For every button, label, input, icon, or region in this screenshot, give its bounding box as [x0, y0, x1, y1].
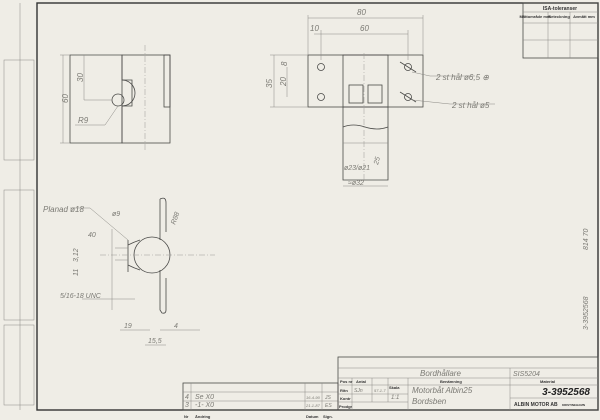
dim-19: 19 [124, 323, 132, 330]
dim-4: 4 [174, 323, 178, 330]
top-view: 80 60 10 35 20 8 2 st hål ø6,5 ⊕ 2 st hå… [265, 8, 495, 187]
dim-r9: R9 [78, 116, 89, 125]
side-drawing-number: 3-3952568 [583, 296, 590, 330]
label: Datum [306, 414, 319, 419]
dim-20: 20 [279, 77, 288, 87]
label: Pos nr [340, 379, 353, 384]
designation-2: Bordsben [412, 397, 447, 406]
isa-header: Beteckning [548, 14, 570, 19]
revision-sign: ES [325, 403, 332, 409]
dim-3-12: 3,12 [73, 248, 80, 262]
dim-35: 35 [265, 79, 274, 88]
note-holes-6-5: 2 st hål ø6,5 ⊕ [435, 73, 489, 82]
label: Antal [356, 379, 366, 384]
title-block: Bordhållare SIS5204 Pos nr Antal Skala B… [337, 356, 599, 411]
isa-header: Måttområde mm [520, 14, 551, 19]
label: Kontr [340, 396, 351, 401]
margin-copyright-note [3, 324, 35, 406]
isa-header: Avmått mm [573, 14, 595, 19]
revision-date: 21-1-87 [305, 403, 321, 408]
note-holes-5: 2 st hål ø5 [451, 101, 490, 110]
label: Nr [184, 414, 189, 419]
revision-change: Se X0 [195, 394, 214, 401]
thread-spec: 5/16-18 UNC [60, 293, 102, 300]
isa-title: ISA-toleranser [543, 6, 577, 12]
dim-11: 11 [73, 269, 80, 276]
label: Prodgr [339, 404, 353, 409]
revision-table: 4 Se X0 16-4-90 JS 3 -1- X0 21-1-87 ES N… [182, 382, 339, 419]
note-planed: Planad ø18 [43, 205, 84, 214]
company-city: KRISTINEHAMN [562, 403, 585, 407]
drawing-number: 3-3952568 [542, 387, 590, 398]
material-spec: SIS5204 [513, 371, 540, 378]
label: Material [540, 379, 555, 384]
label: Skala [389, 385, 400, 390]
margin-drawing-register [3, 189, 35, 321]
dim-80: 80 [357, 8, 366, 17]
label: Ritn [340, 388, 348, 393]
drawn-by: SJn [354, 388, 363, 394]
part-name: Bordhållare [420, 369, 461, 378]
dim-9: ø9 [112, 211, 120, 218]
revision-sign: JS [324, 395, 332, 401]
company-name: ALBIN MOTOR AB [514, 402, 558, 408]
dim-60: 60 [61, 94, 70, 103]
margin-tolerance-table [3, 59, 35, 161]
front-view: 60 30 R9 [60, 45, 171, 150]
label: Benämning [440, 379, 462, 384]
scale: 1:1 [391, 395, 399, 401]
revision-nr: 4 [185, 394, 189, 401]
dim-r88: R88 [170, 211, 181, 226]
side-reference: 814 70 [583, 228, 590, 250]
revision-nr: 3 [185, 402, 189, 409]
dim-40: 40 [88, 232, 96, 239]
dim-30: 30 [76, 73, 85, 82]
side-view: Planad ø18 ø9 40 3,12 11 5/16-18 UNC R88… [43, 197, 215, 346]
dim-25: 25 [373, 156, 382, 166]
dim-15-5: 15,5 [148, 338, 162, 345]
dim-tube: ≈ø32 [348, 180, 364, 187]
revision-date: 16-4-90 [306, 395, 321, 400]
dim-8: 8 [280, 61, 289, 66]
designation-1: Motorbåt Albin25 [412, 386, 473, 395]
label: Ändring [195, 414, 211, 419]
label: Sign. [323, 414, 333, 419]
dim-bore: ø23/ø21 [344, 165, 370, 172]
dim-10: 10 [310, 24, 319, 33]
sheet-border [36, 2, 599, 411]
drawn-date: 57-1-7 [374, 388, 386, 393]
revision-change: -1- X0 [195, 402, 214, 409]
dim-60: 60 [360, 24, 369, 33]
isa-tolerance-table: ISA-toleranser Måttområde mm Beteckning … [520, 2, 599, 59]
